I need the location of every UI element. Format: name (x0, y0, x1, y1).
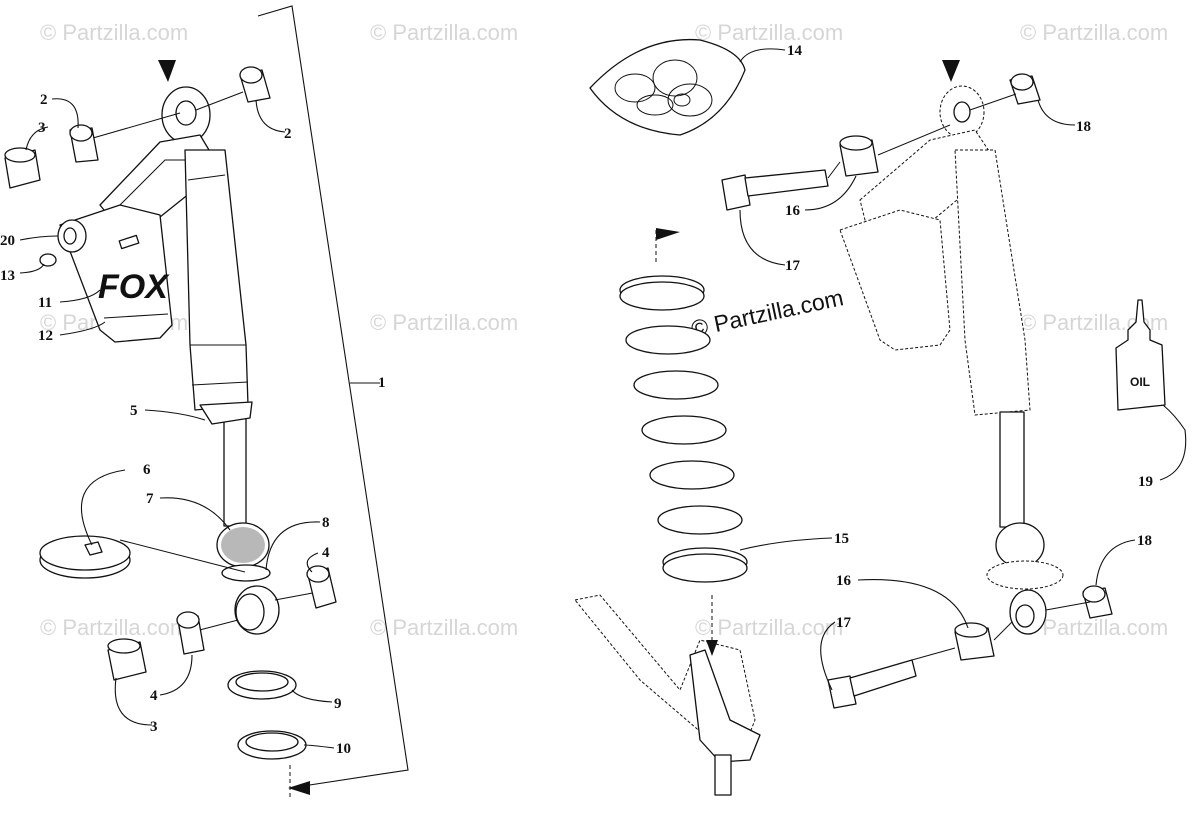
callout-label: 6 (143, 462, 151, 478)
bolt-head-top (721, 174, 751, 211)
callout-label: 14 (787, 43, 803, 59)
ball-joint-stud (714, 754, 732, 796)
bottom-pointer-icon (288, 781, 310, 795)
callout-label: 11 (38, 295, 52, 311)
callout-label: 16 (785, 203, 801, 219)
callout-label: 20 (0, 233, 15, 249)
callout-label: 7 (146, 491, 154, 507)
callout-label: 8 (322, 515, 330, 531)
callout-label: 4 (322, 545, 330, 561)
bolt-shank-bottom (849, 659, 917, 697)
bolt-head-bottom (827, 675, 857, 709)
callout-label: 18 (1076, 119, 1091, 135)
callout-label: 2 (40, 92, 48, 108)
reservoir (839, 209, 951, 351)
oil-bottle-body (1115, 299, 1166, 411)
watermark: © Partzilla.com (370, 615, 518, 640)
shock-shaft (223, 407, 247, 527)
coil-spring: 15 (619, 228, 849, 583)
left-shock-assembly: FOX (4, 5, 409, 800)
shock-body (954, 149, 1031, 416)
callout-label: 5 (130, 403, 138, 419)
watermark: © Partzilla.com (40, 20, 188, 45)
callout-label: 19 (1138, 474, 1153, 490)
callout-label: 17 (836, 615, 852, 631)
watermark: © Partzilla.com (40, 615, 188, 640)
left-callouts: 1 2 2 3 3 4 4 5 6 7 8 9 10 11 12 13 20 (0, 92, 386, 757)
seal-kit: 14 (589, 38, 803, 136)
seal-kit-bag (589, 38, 746, 136)
watermark: © Partzilla.com (1020, 20, 1168, 45)
callout-label: 18 (1137, 533, 1152, 549)
shock-body (184, 149, 249, 411)
spring-pointer-icon (656, 228, 680, 240)
watermark: © Partzilla.com (370, 20, 518, 45)
assembly-bracket (257, 5, 409, 789)
callout-label: 1 (378, 375, 386, 391)
suspension-arm (574, 594, 761, 796)
callout-label: 17 (785, 258, 801, 274)
bump-stop (995, 522, 1045, 568)
callout-label: 2 (284, 126, 292, 142)
washer (221, 564, 271, 582)
spring-retainer (986, 560, 1064, 590)
seal-head (199, 401, 253, 425)
watermark: © Partzilla.com (695, 615, 843, 640)
top-pointer-icon (158, 60, 176, 82)
callout-label: 10 (336, 741, 351, 757)
callout-label: 16 (836, 573, 852, 589)
reservoir (59, 204, 173, 343)
right-shock-assembly (839, 60, 1064, 635)
callout-label: 3 (150, 719, 158, 735)
upper-eyelet-hole (175, 100, 197, 126)
watermark: © Partzilla.com (370, 310, 518, 335)
bolt-shank-top (744, 169, 829, 197)
watermark: © Partzilla.com (695, 20, 843, 45)
top-pointer-icon (942, 60, 960, 82)
callout-label: 13 (0, 268, 15, 284)
shock-mount-bracket (689, 649, 761, 763)
callout-label: 15 (834, 531, 849, 547)
callout-label: 12 (38, 328, 53, 344)
oil-bottle: OIL 19 (1115, 299, 1187, 490)
right-hardware: 18 16 17 18 16 17 (721, 73, 1152, 709)
o-ring (39, 253, 57, 267)
brand-logo: FOX (98, 268, 170, 306)
callout-label: 4 (150, 688, 158, 704)
oil-label: OIL (1130, 375, 1150, 389)
watermark-main: © Partzilla.com (689, 284, 846, 342)
shock-shaft (999, 411, 1025, 528)
callout-label: 3 (38, 120, 46, 136)
callout-label: 9 (334, 696, 342, 712)
